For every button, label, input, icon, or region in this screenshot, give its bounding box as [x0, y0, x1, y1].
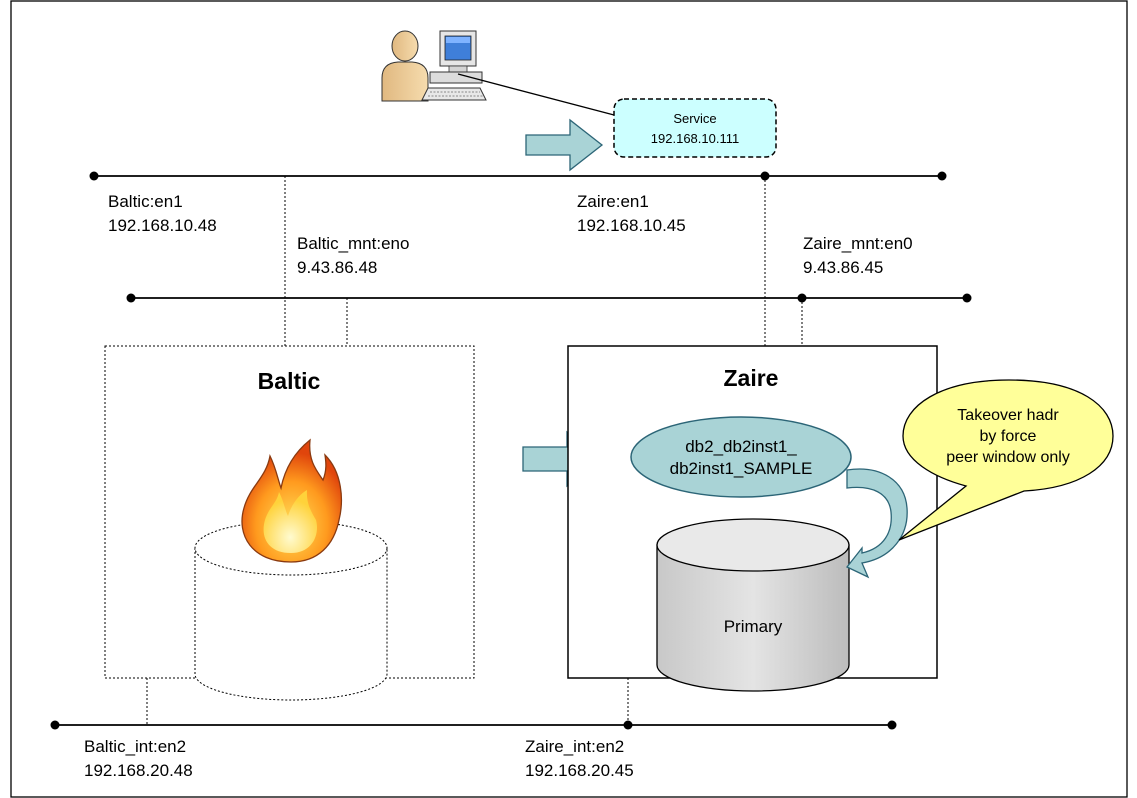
baltic-mnt-label: Baltic_mnt:eno: [297, 234, 409, 253]
primary-disk-label: Primary: [724, 617, 783, 636]
user-service-link: [457, 73, 615, 116]
zaire-mnt-label: Zaire_mnt:en0: [803, 234, 913, 253]
connector-lines: [146, 176, 803, 725]
zaire-int-node: [623, 720, 633, 730]
zaire-en1-ip: 192.168.10.45: [577, 216, 686, 235]
service-ip: 192.168.10.111: [651, 131, 739, 146]
service-box: [613, 98, 777, 158]
callout-line-2: by force: [980, 428, 1037, 445]
fire-icon: [241, 438, 343, 563]
zaire-int-label: Zaire_int:en2: [525, 737, 624, 756]
baltic-mnt-ip: 9.43.86.48: [297, 258, 377, 277]
zaire-mnt-ip: 9.43.86.45: [803, 258, 883, 277]
db2-resource-ellipse: [630, 416, 852, 498]
callout-line-3: peer window only: [946, 449, 1070, 466]
zaire-en1-label: Zaire:en1: [577, 192, 649, 211]
service-arrow: [525, 118, 604, 172]
baltic-en1-ip: 192.168.10.48: [108, 216, 217, 235]
takeover-arrow: [845, 468, 908, 579]
callout-line-1: Takeover hadr: [957, 407, 1059, 424]
primary-disk: [656, 518, 850, 692]
baltic-en1-label: Baltic:en1: [108, 192, 183, 211]
resource-line-2: db2inst1_SAMPLE: [670, 459, 813, 478]
resource-line-1: db2_db2inst1_: [685, 437, 797, 456]
user-at-computer-icon: [381, 30, 487, 102]
baltic-int-ip: 192.168.20.48: [84, 761, 193, 780]
baltic-int-label: Baltic_int:en2: [84, 737, 186, 756]
baltic-title: Baltic: [258, 368, 321, 394]
zaire-int-ip: 192.168.20.45: [525, 761, 634, 780]
service-title: Service: [673, 111, 716, 126]
outer-frame: [10, 0, 1128, 798]
takeover-callout: [898, 379, 1114, 541]
zaire-title: Zaire: [724, 365, 779, 391]
